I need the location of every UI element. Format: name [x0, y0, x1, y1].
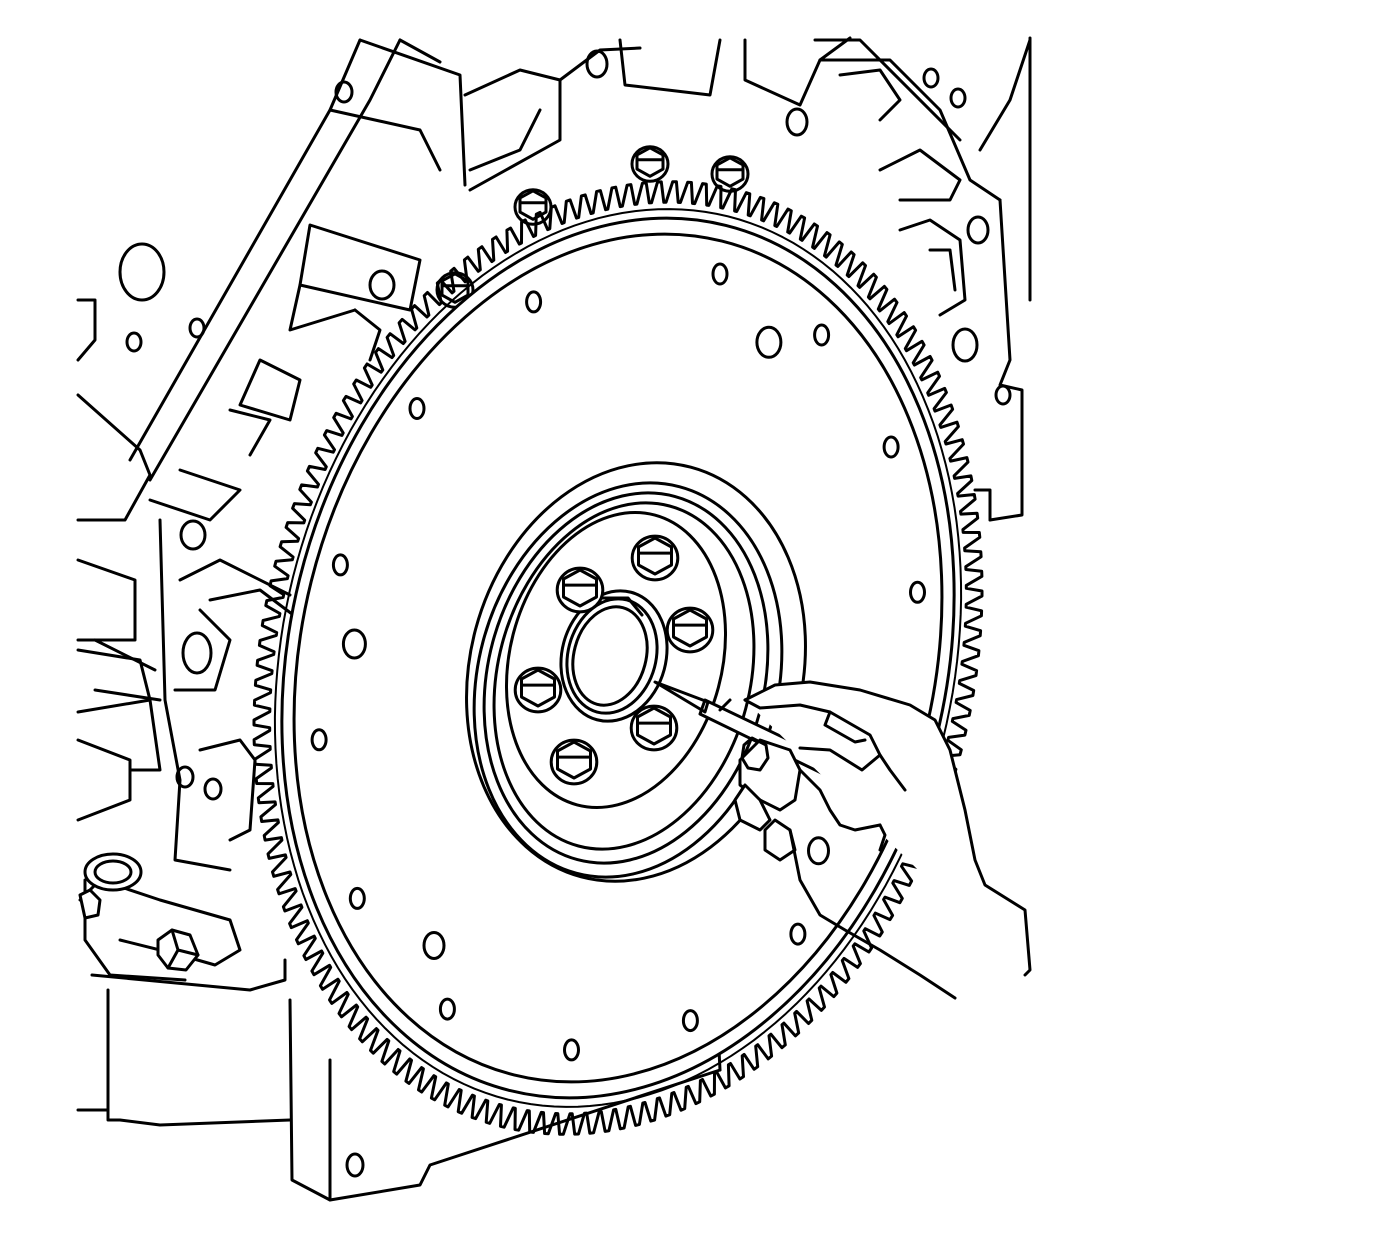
pilot-bearing: [559, 589, 669, 723]
flywheel-hole: [789, 922, 807, 946]
crankshaft-bolt: [629, 704, 679, 752]
engine-block: [76, 36, 1032, 1202]
crankshaft-bolt: [630, 534, 680, 582]
flywheel-hole: [422, 931, 446, 960]
hand-holding-scribe: [653, 680, 1032, 1000]
crankshaft-bolt: [665, 606, 715, 654]
ring-gear-root: [273, 208, 963, 1108]
block-bolt: [630, 145, 670, 183]
flywheel-hole: [807, 836, 830, 866]
flywheel: [252, 180, 984, 1136]
flywheel-hole: [813, 323, 831, 347]
flywheel-hole: [438, 997, 456, 1021]
block-bolt: [513, 188, 553, 226]
flywheel-hole: [563, 1038, 580, 1062]
hub-ring-4: [492, 501, 756, 851]
ring-gear: [252, 180, 984, 1136]
flywheel-hole: [711, 262, 729, 286]
crankshaft-hub-face: [504, 511, 728, 809]
hand: [733, 680, 1032, 1000]
crankshaft-bolt: [555, 566, 605, 614]
flywheel-hole: [331, 553, 349, 577]
flywheel-hole: [525, 290, 543, 314]
flywheel-hole: [408, 397, 426, 420]
crankshaft-bolt: [549, 738, 599, 786]
flywheel-hole: [755, 325, 783, 359]
flywheel-hole: [310, 728, 328, 752]
flywheel-hole: [909, 580, 926, 604]
crankshaft-bolt: [513, 666, 563, 714]
oil-filter-adapter: [76, 852, 292, 1127]
flywheel-hole: [882, 435, 900, 459]
flywheel-hole: [348, 886, 366, 910]
flywheel-hole: [341, 628, 367, 660]
flywheel-hole: [681, 1009, 699, 1033]
crankshaft-bolts: [513, 534, 715, 786]
flywheel-holes: [310, 262, 926, 1062]
